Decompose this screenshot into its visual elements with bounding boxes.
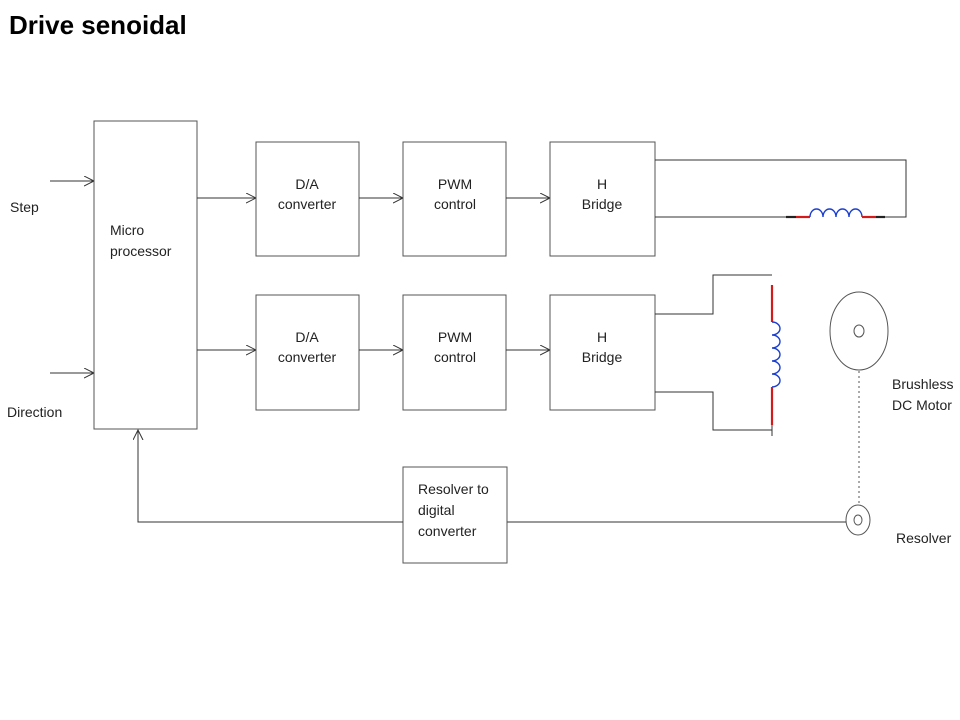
resolver: Resolver (845, 504, 952, 546)
svg-text:digital: digital (418, 502, 455, 518)
resolver-converter-block: Resolver to digital converter (402, 466, 508, 564)
step-input: Step (10, 181, 94, 215)
direction-input: Direction (7, 373, 94, 420)
micro-label-2: processor (110, 243, 172, 259)
page-title: Drive senoidal (9, 10, 187, 40)
top-winding (655, 159, 907, 219)
svg-text:Bridge: Bridge (582, 349, 623, 365)
svg-text:control: control (434, 349, 476, 365)
motor-label-1: Brushless (892, 376, 953, 392)
svg-text:H: H (597, 176, 607, 192)
h-bridge-top: H Bridge (549, 141, 656, 257)
svg-text:Resolver to: Resolver to (418, 481, 489, 497)
pwm-control-bottom: PWM control (402, 294, 507, 411)
svg-text:PWM: PWM (438, 176, 472, 192)
svg-text:Bridge: Bridge (582, 196, 623, 212)
da-converter-top: D/A converter (255, 141, 360, 257)
svg-text:H: H (597, 329, 607, 345)
svg-text:D/A: D/A (295, 329, 319, 345)
svg-text:converter: converter (418, 523, 477, 539)
svg-text:converter: converter (278, 196, 337, 212)
svg-text:converter: converter (278, 349, 337, 365)
motor-label-2: DC Motor (892, 397, 952, 413)
direction-label: Direction (7, 404, 62, 420)
svg-text:PWM: PWM (438, 329, 472, 345)
svg-text:control: control (434, 196, 476, 212)
bottom-winding (655, 274, 781, 436)
brushless-motor: Brushless DC Motor (829, 291, 953, 413)
h-bridge-bottom: H Bridge (549, 294, 656, 411)
resolver-label: Resolver (896, 530, 952, 546)
micro-label-1: Micro (110, 222, 144, 238)
microprocessor-block: Micro processor (93, 120, 198, 430)
da-converter-bottom: D/A converter (255, 294, 360, 411)
step-label: Step (10, 199, 39, 215)
pwm-control-top: PWM control (402, 141, 507, 257)
svg-text:D/A: D/A (295, 176, 319, 192)
